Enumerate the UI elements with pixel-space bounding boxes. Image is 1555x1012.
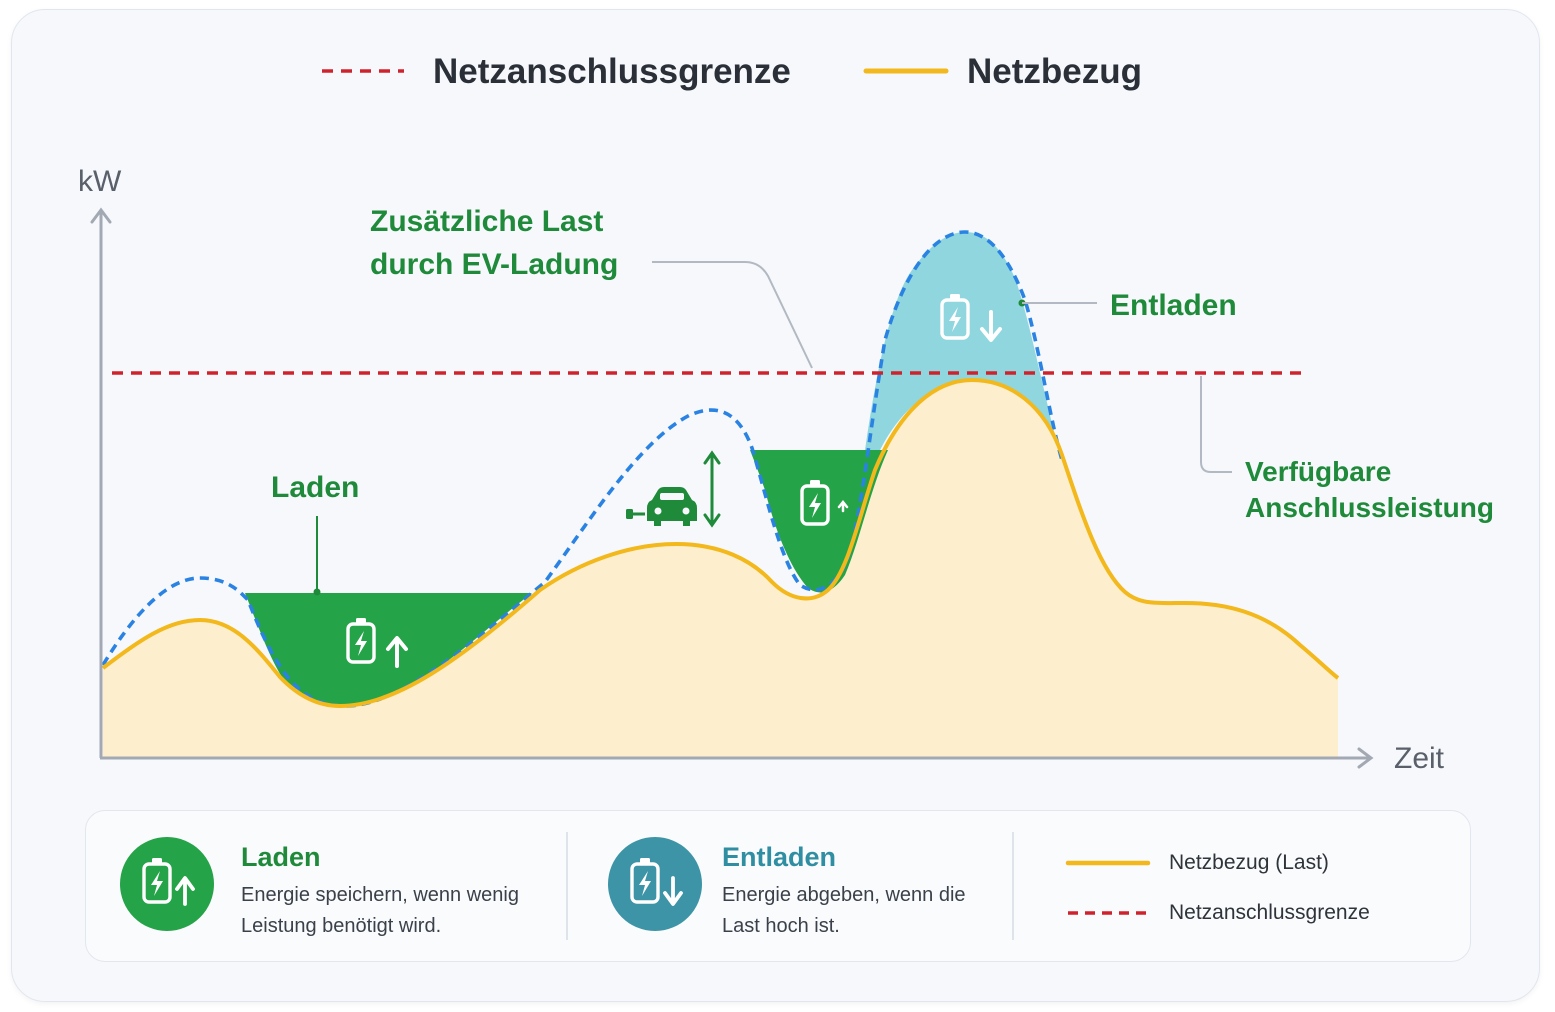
discharge-legend-desc: Energie abgeben, wenn die Last hoch ist. bbox=[722, 884, 966, 937]
legend-limit-line-label: Netzanschlussgrenze bbox=[1169, 901, 1370, 924]
y-axis-label: kW bbox=[78, 165, 122, 198]
charge-leader-dot bbox=[313, 588, 321, 596]
load-curve bbox=[101, 378, 1340, 708]
ev-annotation-line1: Zusätzliche Last bbox=[370, 205, 603, 238]
ev-load-double-arrow bbox=[703, 450, 721, 528]
legend-separator-2 bbox=[1012, 832, 1014, 940]
discharge-area bbox=[865, 232, 1060, 455]
legend-load-label: Netzbezug bbox=[967, 52, 1142, 91]
discharge-legend-icon bbox=[608, 837, 702, 931]
bottom-legend bbox=[85, 810, 1471, 962]
x-axis-arrow bbox=[1357, 747, 1374, 769]
battery-charge-icon bbox=[346, 616, 408, 668]
charge-legend-desc: Energie speichern, wenn wenig Leistung b… bbox=[241, 884, 519, 937]
charge-legend-icon bbox=[120, 837, 214, 931]
charge-legend-title: Laden bbox=[241, 842, 321, 872]
legend-limit-label: Netzanschlussgrenze bbox=[433, 52, 791, 91]
discharge-legend-title: Entladen bbox=[722, 842, 837, 872]
legend-load-line-label: Netzbezug (Last) bbox=[1169, 851, 1329, 874]
ev-annotation-leader bbox=[652, 261, 813, 369]
load-area bbox=[103, 380, 1338, 757]
available-leader bbox=[1200, 376, 1232, 473]
ev-annotation-line2: durch EV-Ladung bbox=[370, 248, 618, 281]
battery-discharge-icon bbox=[940, 292, 1002, 342]
available-annotation-line1: Verfügbare bbox=[1245, 456, 1391, 487]
available-annotation-line2: Anschlussleistung bbox=[1245, 492, 1494, 523]
discharge-annotation: Entladen bbox=[1110, 289, 1237, 322]
y-axis-arrow bbox=[90, 207, 112, 224]
battery-charge-small-icon bbox=[800, 478, 849, 526]
ev-car-icon bbox=[626, 487, 697, 526]
legend-separator-1 bbox=[566, 832, 568, 940]
ev-dashed-curve bbox=[101, 230, 1064, 708]
charge-annotation: Laden bbox=[271, 471, 359, 504]
legend-line-swatches bbox=[1065, 860, 1151, 915]
x-axis-label: Zeit bbox=[1394, 742, 1445, 775]
charge-area-2 bbox=[750, 450, 888, 593]
